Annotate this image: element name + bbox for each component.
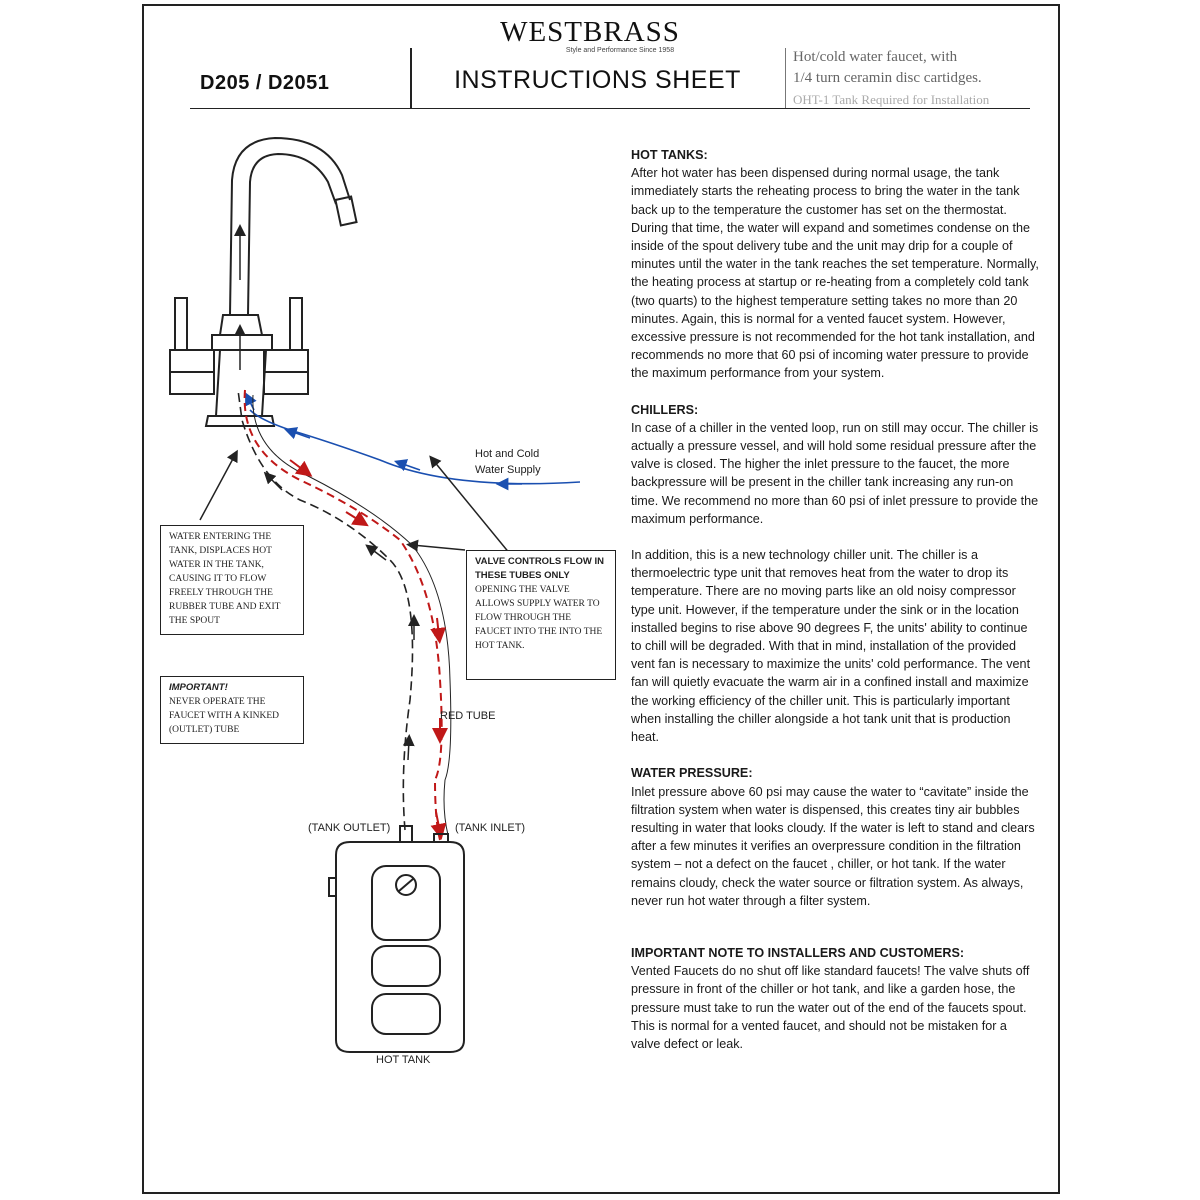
important-note-body: Vented Faucets do no shut off like stand…	[631, 964, 1030, 1051]
description-line: Hot/cold water faucet, with	[793, 49, 958, 65]
chillers-body-2: In addition, this is a new technology ch…	[631, 548, 1031, 745]
supply-label: Water Supply	[475, 464, 541, 476]
hot-tank-label: HOT TANK	[376, 1054, 431, 1066]
important-body: Never operate the faucet with a kinked (…	[169, 697, 280, 735]
instructions-text: HOT TANKS: After hot water has been disp…	[631, 146, 1039, 1053]
important-warning: IMPORTANT! Never operate the faucet with…	[160, 676, 304, 744]
faucet-icon	[169, 136, 358, 427]
description-line: 1/4 turn ceramin disc cartidges.	[793, 70, 982, 86]
important-heading: IMPORTANT!	[169, 682, 228, 693]
brand-tagline: Style and Performance Since 1958	[565, 47, 675, 54]
supply-label: Hot and Cold	[475, 448, 540, 460]
valve-note-heading: VALVE CONTROLS FLOW IN THESE TUBES ONLY	[475, 556, 604, 581]
red-tube-label: RED TUBE	[440, 710, 496, 722]
sheet-title: INSTRUCTIONS SHEET	[454, 66, 741, 94]
chillers-body: In case of a chiller in the vented loop,…	[631, 420, 1039, 526]
valve-note: VALVE CONTROLS FLOW IN THESE TUBES ONLY …	[466, 550, 616, 680]
section-heading-water-pressure: WATER PRESSURE:	[631, 766, 753, 781]
installation-diagram: Hot and Cold Water Supply Water entering…	[150, 120, 620, 1080]
header-rule	[190, 108, 1030, 109]
valve-note-body: Opening the valve allows supply water to…	[475, 585, 603, 651]
header-divider	[410, 48, 412, 108]
section-heading-chillers: CHILLERS:	[631, 402, 699, 417]
water-pressure-body: Inlet pressure above 60 psi may cause th…	[631, 784, 1035, 908]
water-flow-note: Water entering the tank, displaces hot w…	[160, 525, 304, 635]
section-heading-hot-tanks: HOT TANKS:	[631, 148, 708, 162]
hot-tank-icon	[328, 825, 465, 1053]
description-line: OHT-1 Tank Required for Installation	[793, 92, 990, 107]
tank-inlet-label: (TANK INLET)	[455, 822, 526, 834]
model-number: D205 / D2051	[200, 72, 330, 94]
brand-logo: WESTBRASS	[500, 16, 680, 48]
faucet-diagram-graphic	[169, 136, 581, 1053]
tank-outlet-label: (TANK OUTLET)	[308, 822, 391, 834]
header-divider	[785, 48, 786, 108]
section-heading-important-note: IMPORTANT NOTE TO INSTALLERS AND CUSTOME…	[631, 945, 965, 960]
hot-tanks-body: After hot water has been dispensed durin…	[631, 166, 1039, 381]
product-description: Hot/cold water faucet, with 1/4 turn cer…	[793, 47, 1033, 110]
